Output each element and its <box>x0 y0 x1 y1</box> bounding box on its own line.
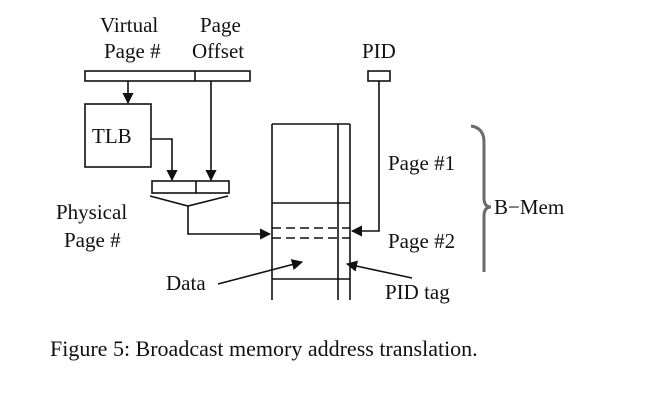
figure-caption: Figure 5: Broadcast memory address trans… <box>50 336 478 361</box>
data-pointer-arrow <box>217 259 304 285</box>
virtual-address-register <box>84 70 251 82</box>
page-offset-label-line1: Page <box>200 13 241 37</box>
physical-address-register <box>151 180 230 194</box>
physical-page-label-line1: Physical <box>56 200 127 224</box>
pid-tag-label: PID tag <box>385 280 450 304</box>
physical-page-brace <box>149 195 229 207</box>
tlb-to-physical-arrow <box>151 138 178 182</box>
pid-to-tag-arrow <box>350 81 380 237</box>
data-label: Data <box>166 271 206 295</box>
physical-page-label-line2: Page # <box>64 228 121 252</box>
page-offset-label-line2: Offset <box>192 39 244 63</box>
b-mem-label: B−Mem <box>494 195 564 219</box>
pid-label: PID <box>362 39 396 63</box>
pid-register <box>367 70 391 82</box>
virtual-page-label-line2: Page # <box>104 39 161 63</box>
tlb-box <box>84 103 152 168</box>
physical-to-memory-arrow <box>187 206 272 240</box>
b-mem-bracket <box>470 124 492 272</box>
page-1-label: Page #1 <box>388 151 455 175</box>
virtual-page-label-line1: Virtual <box>100 13 158 37</box>
page-2-label: Page #2 <box>388 229 455 253</box>
pid-tag-pointer-arrow <box>345 260 413 279</box>
tlb-label: TLB <box>92 124 132 148</box>
